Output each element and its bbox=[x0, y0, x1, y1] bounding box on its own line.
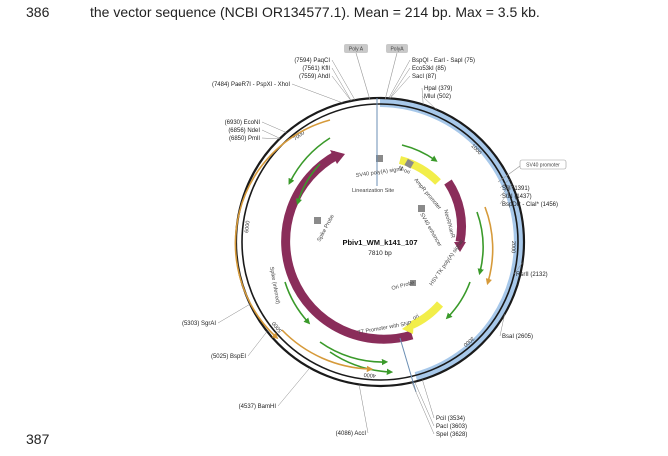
site-leader-line bbox=[499, 183, 512, 197]
sv40-enhancer-box bbox=[418, 205, 425, 212]
restriction-site-label: (7559) AhdI bbox=[299, 74, 330, 80]
restriction-site-label: (7484) PaeR7I - PspXI - XhoI bbox=[212, 82, 290, 88]
feature-label: f1 ori bbox=[397, 165, 411, 176]
tick-label: 5000 bbox=[271, 320, 283, 333]
site-leader-line bbox=[331, 75, 352, 102]
neor-arrowhead bbox=[454, 242, 466, 252]
site-leader-line bbox=[421, 95, 437, 110]
restriction-site-label: PacI (3603) bbox=[436, 424, 467, 430]
restriction-site-label: BsaI (2605) bbox=[502, 334, 533, 340]
orf-arrow bbox=[445, 281, 471, 320]
svg-text:PolyA: PolyA bbox=[390, 47, 404, 53]
restriction-site-label: SfiI (1391) bbox=[502, 186, 530, 192]
site-leader-line bbox=[261, 129, 281, 139]
spike-arc bbox=[281, 151, 414, 344]
spike-probe-box bbox=[314, 217, 321, 224]
ori-probe-box bbox=[410, 280, 416, 286]
svg-text:SV40 promoter: SV40 promoter bbox=[526, 163, 560, 169]
restriction-site-label: (4537) BamHI bbox=[239, 404, 277, 410]
restriction-site-label: BspDI* - ClaI* (1456) bbox=[502, 202, 558, 208]
site-leader-line bbox=[331, 67, 352, 102]
line-number-bottom: 387 bbox=[26, 431, 50, 447]
orf-arrow bbox=[401, 144, 438, 162]
feature-label: NeoR/KanR bbox=[442, 209, 455, 239]
restriction-site-label: (6856) NdeI bbox=[228, 128, 260, 134]
ampr-promoter-box bbox=[404, 158, 414, 169]
tag-poly-a: Poly A bbox=[344, 44, 371, 101]
sv40-polya-box bbox=[376, 155, 383, 162]
site-leader-line bbox=[277, 367, 311, 407]
restriction-site-label: StuI (1437) bbox=[502, 194, 532, 200]
site-leader-line bbox=[389, 67, 411, 99]
restriction-site-label: (5025) BspEI bbox=[211, 354, 246, 360]
plasmid-name: Pbiv1_WM_k141_107 bbox=[342, 238, 417, 247]
feature-label: SV40 poly(A) signal bbox=[355, 166, 404, 179]
restriction-site-label: (7561) KflI bbox=[302, 66, 330, 72]
restriction-site-label: (5303) SgrAI bbox=[182, 321, 216, 327]
site-leader-line bbox=[358, 384, 369, 434]
feature-label: Ori Probe bbox=[391, 280, 415, 292]
orf-arrow bbox=[288, 137, 331, 185]
restriction-site-label: SpeI (3628) bbox=[436, 432, 467, 438]
orf-arrow bbox=[295, 163, 321, 206]
orf-arrow bbox=[284, 281, 311, 325]
restriction-site-label: (6930) EcoNI bbox=[225, 120, 261, 126]
restriction-site-label: PciI (3534) bbox=[436, 416, 465, 422]
feature-label: Linearization Site bbox=[352, 188, 394, 194]
feature-label: HSV TK poly(A) signal bbox=[429, 239, 465, 287]
spike-arrowhead bbox=[330, 150, 345, 164]
site-leader-line bbox=[499, 178, 510, 189]
svg-text:Poly A: Poly A bbox=[349, 47, 364, 53]
tick-label: 4000 bbox=[363, 371, 376, 378]
line-number-top: 386 bbox=[26, 4, 50, 20]
linearization-line-bottom bbox=[399, 337, 417, 393]
tag-sv40-promoter: SV40 promoter bbox=[497, 159, 567, 183]
orf-arrow bbox=[319, 341, 389, 366]
restriction-site-label: HpaI (379) bbox=[424, 86, 452, 92]
restriction-site-label: (7594) PaqCI bbox=[294, 58, 330, 64]
site-leader-line bbox=[217, 303, 251, 324]
site-leader-line bbox=[513, 262, 523, 275]
site-leader-line bbox=[388, 59, 411, 99]
restriction-site-label: RsrII (2132) bbox=[516, 272, 548, 278]
restriction-site-label: SacI (87) bbox=[412, 74, 436, 80]
site-leader-line bbox=[499, 314, 505, 337]
restriction-site-label: (4086) AccI bbox=[336, 431, 367, 437]
orf-arrow bbox=[329, 351, 394, 376]
orf-arrow-outer bbox=[281, 329, 374, 373]
orf-arrow-outer bbox=[484, 206, 494, 286]
site-leader-line bbox=[261, 121, 287, 133]
highlight-region bbox=[379, 97, 524, 382]
neor-arc bbox=[444, 179, 466, 243]
restriction-site-label: MluI (502) bbox=[424, 94, 451, 100]
f1-ori-arc bbox=[398, 156, 441, 185]
site-leader-line bbox=[422, 379, 435, 419]
restriction-site-label: BspQI - EarI - SapI (75) bbox=[412, 58, 475, 64]
site-leader-line bbox=[247, 331, 268, 357]
feature-label: AmpR promoter bbox=[412, 177, 442, 211]
site-leader-line bbox=[414, 381, 435, 427]
feature-label: SV40 enhancer bbox=[418, 212, 442, 248]
site-leader-line bbox=[411, 382, 435, 435]
feature-label: ori bbox=[412, 313, 420, 321]
figure-caption: the vector sequence (NCBI OR134577.1). M… bbox=[90, 4, 540, 20]
site-leader-line bbox=[261, 137, 280, 140]
restriction-sites: (7594) PaqCI (7561) KflI (7559) AhdI (7484)… bbox=[182, 58, 558, 438]
site-leader-line bbox=[291, 83, 343, 104]
ori-arrowhead bbox=[402, 320, 414, 334]
tag-polya: PolyA bbox=[384, 44, 408, 101]
orf-arrow bbox=[476, 211, 484, 276]
site-leader-line bbox=[389, 75, 411, 99]
backbone-inner bbox=[241, 103, 519, 381]
tick-label: 2000 bbox=[510, 241, 516, 253]
restriction-site-label: Eco53kI (85) bbox=[412, 66, 446, 72]
site-leader-line bbox=[499, 185, 513, 205]
tick-label: 6000 bbox=[244, 220, 251, 233]
restriction-site-label: (6850) PmlI bbox=[229, 136, 260, 142]
orf-arrow-outer bbox=[234, 119, 331, 340]
feature-label: Spike (inferred) bbox=[268, 266, 280, 304]
plasmid-length: 7810 bp bbox=[368, 250, 392, 257]
site-leader-line bbox=[331, 59, 356, 101]
